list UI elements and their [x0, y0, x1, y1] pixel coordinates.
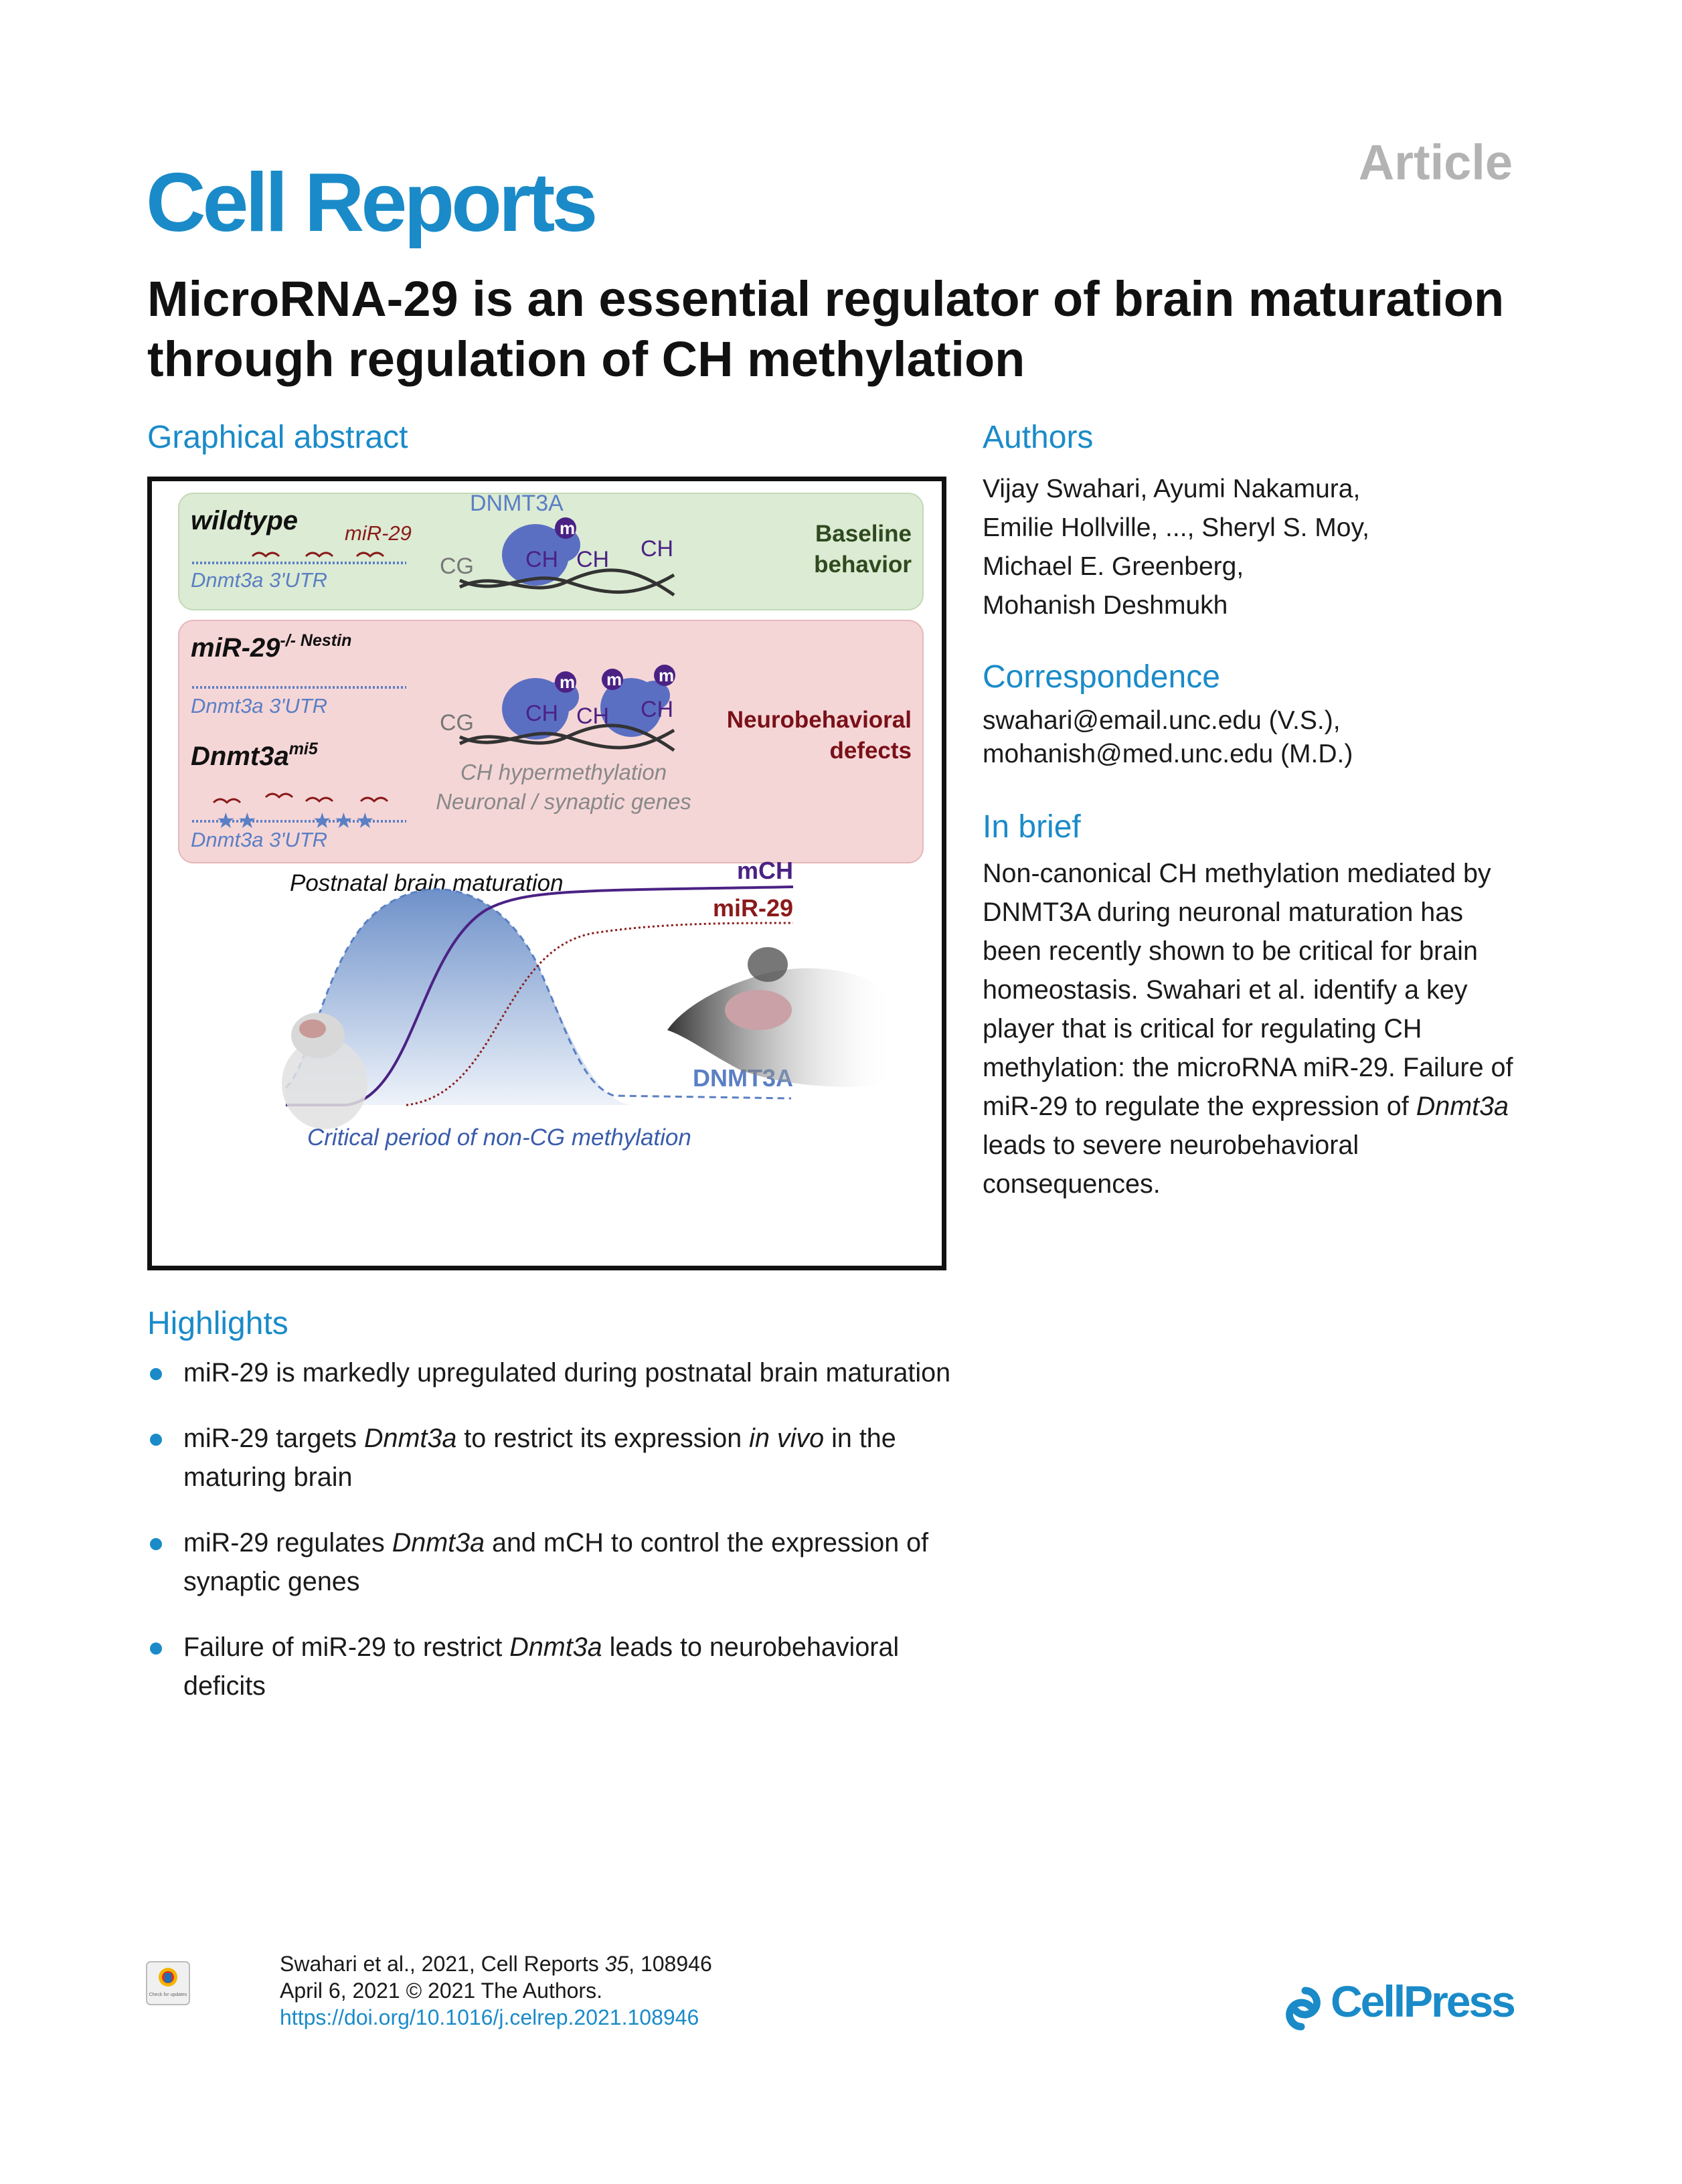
dnmt3a-bell-area: [286, 889, 634, 1105]
svg-text:★: ★: [313, 809, 332, 833]
highlight-item: Failure of miR-29 to restrict Dnmt3a lea…: [147, 1628, 964, 1705]
authors-heading: Authors: [983, 420, 1094, 455]
utr-label-mi5: Dnmt3a 3'UTR: [191, 828, 327, 851]
author-line: Vijay Swahari, Ayumi Nakamura,: [983, 475, 1361, 503]
hypermethylation-line1: CH hypermethylation: [460, 760, 667, 784]
journal-name: Cell Reports: [146, 157, 598, 249]
dna-helix-wt: [458, 568, 675, 597]
hypermethylation-line2: Neuronal / synaptic genes: [436, 789, 691, 814]
bullet-icon: [150, 1538, 162, 1550]
date-line: April 6, 2021 © 2021 The Authors.: [280, 1979, 602, 2003]
baseline-line2: behavior: [814, 552, 912, 578]
dnmt3a-protein-wt: m: [502, 517, 580, 586]
email-link[interactable]: swahari@email.unc.edu (V.S.),: [983, 706, 1341, 735]
in-brief-heading: In brief: [983, 809, 1081, 845]
mirna-hairpins-mi5: [212, 792, 389, 805]
author-line: Emilie Hollville, ..., Sheryl S. Moy,: [983, 513, 1369, 542]
paper-title: MicroRNA-29 is an essential regulator of…: [147, 271, 1505, 387]
mirna-hairpins-wt: [251, 552, 385, 558]
methyl-mark-wt: m: [560, 518, 575, 538]
svg-text:m: m: [560, 672, 575, 692]
utr-label-ko: Dnmt3a 3'UTR: [191, 694, 327, 718]
highlights-list: miR-29 is markedly upregulated during po…: [147, 1353, 964, 1732]
highlights-heading: Highlights: [147, 1306, 288, 1341]
graphical-abstract: wildtype miR-29 Dnmt3a 3'UTR DNMT3A m CG…: [147, 477, 946, 1270]
cellpress-logo-icon: [1286, 1987, 1321, 2031]
bullet-icon: [150, 1643, 162, 1655]
adult-mouse-illustration: [667, 947, 895, 1087]
svg-text:★: ★: [334, 809, 353, 833]
highlight-item: miR-29 targets Dnmt3a to restrict its ex…: [147, 1419, 964, 1497]
defects-line2: defects: [829, 738, 912, 764]
graphical-abstract-heading: Graphical abstract: [147, 420, 408, 455]
author-line: Michael E. Greenberg,: [983, 552, 1244, 581]
email-link[interactable]: mohanish@med.unc.edu (M.D.): [983, 740, 1353, 768]
check-for-updates-icon[interactable]: Check for updates: [146, 1961, 190, 2005]
svg-text:★: ★: [355, 809, 375, 833]
svg-text:m: m: [659, 665, 674, 685]
defects-line1: Neurobehavioral: [727, 707, 912, 733]
ch-label-ko-3: CH: [641, 697, 673, 722]
mir29-label-wt: miR-29: [345, 521, 412, 545]
author-line: Mohanish Deshmukh: [983, 591, 1228, 620]
ch-label-wt-2: CH: [576, 547, 609, 572]
dnmt3a-protein-ko: m m m: [502, 665, 675, 740]
publisher-name: CellPress: [1331, 1977, 1516, 2026]
correspondence-heading: Correspondence: [983, 659, 1220, 695]
mi5-label: Dnmt3ami5: [191, 740, 319, 771]
ch-label-wt-1: CH: [525, 547, 558, 572]
baseline-line1: Baseline: [815, 521, 912, 547]
svg-text:Check for updates: Check for updates: [149, 1993, 187, 1997]
utr-label-wt: Dnmt3a 3'UTR: [191, 568, 327, 592]
correspondence-emails: swahari@email.unc.edu (V.S.), mohanish@m…: [983, 704, 1518, 771]
in-brief-text: Non-canonical CH methylation mediated by…: [983, 859, 1513, 1199]
cg-label-wt: CG: [440, 554, 474, 579]
ch-label-wt-3: CH: [641, 536, 673, 562]
ch-label-ko-1: CH: [525, 701, 558, 726]
pup-illustration: [282, 1013, 367, 1129]
highlight-item: miR-29 regulates Dnmt3a and mCH to contr…: [147, 1523, 964, 1601]
mutation-stars: ★★★★★: [216, 809, 375, 833]
svg-text:m: m: [606, 669, 622, 689]
svg-text:★: ★: [216, 809, 236, 833]
mch-curve-label: mCH: [737, 857, 793, 884]
ko-label: miR-29-/- Nestin: [191, 631, 351, 663]
mch-curve: [286, 886, 794, 1106]
citation-line: Swahari et al., 2021, Cell Reports 35, 1…: [280, 1952, 712, 1976]
dnmt3a-label-top: DNMT3A: [470, 491, 564, 516]
bullet-icon: [150, 1434, 162, 1446]
citation-block: Swahari et al., 2021, Cell Reports 35, 1…: [280, 1950, 712, 2031]
highlight-item: miR-29 is markedly upregulated during po…: [147, 1353, 964, 1392]
mir29-curve-label: miR-29: [713, 894, 793, 922]
dna-helix-ko: [458, 724, 675, 752]
critical-period-label: Critical period of non-CG methylation: [307, 1124, 691, 1151]
wildtype-label: wildtype: [191, 506, 298, 535]
article-type-label: Article: [1358, 135, 1513, 190]
doi-link[interactable]: https://doi.org/10.1016/j.celrep.2021.10…: [280, 2005, 699, 2029]
bullet-icon: [150, 1368, 162, 1380]
cg-label-ko: CG: [440, 710, 474, 736]
authors-list: Vijay Swahari, Ayumi Nakamura, Emilie Ho…: [983, 470, 1518, 625]
graphical-abstract-figure: wildtype miR-29 Dnmt3a 3'UTR DNMT3A m CG…: [178, 491, 924, 1151]
svg-text:★: ★: [238, 809, 257, 833]
